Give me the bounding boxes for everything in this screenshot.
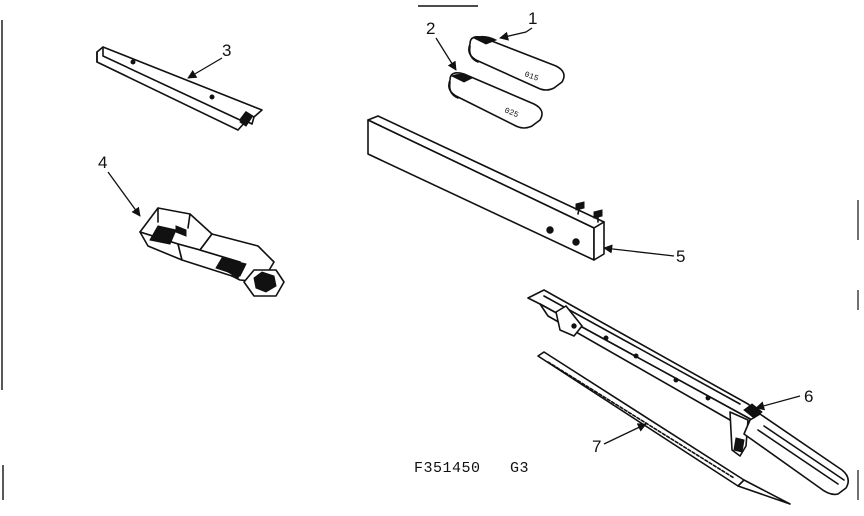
callout-6-number: 6 [804, 387, 813, 406]
callout-6: 6 [755, 387, 813, 411]
drawing-id: F351450 [414, 460, 481, 477]
part-2-feeler-gauge: 025 [448, 72, 543, 129]
callout-2-number: 2 [426, 19, 435, 38]
left-border-edge [1, 20, 4, 500]
callout-5-number: 5 [676, 247, 685, 266]
callout-1-number: 1 [528, 9, 537, 28]
part-4-hex-wrench [139, 207, 285, 297]
callout-7-number: 7 [592, 437, 601, 456]
sheet-code: G3 [510, 460, 529, 477]
part-3-strap [96, 46, 263, 131]
part-1-feeler-gauge: 015 [468, 35, 565, 91]
part-6-file-guide [527, 289, 850, 496]
callout-1: 1 [499, 9, 537, 41]
part-5-straight-edge [367, 115, 605, 261]
part-7-round-file [537, 351, 791, 505]
callout-7: 7 [592, 423, 647, 456]
callout-3-number: 3 [222, 41, 231, 60]
callout-5: 5 [603, 244, 685, 266]
callout-4-number: 4 [98, 153, 107, 172]
callout-2: 2 [426, 19, 457, 71]
callout-3: 3 [187, 41, 231, 79]
callout-4: 4 [98, 153, 141, 217]
